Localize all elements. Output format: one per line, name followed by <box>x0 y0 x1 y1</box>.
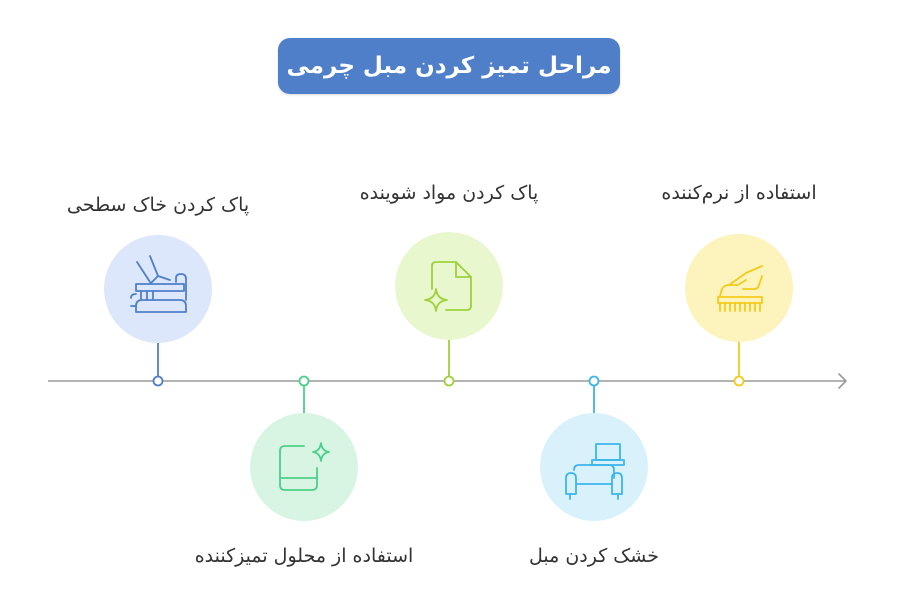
step-2-node <box>298 375 310 387</box>
step-4-circle <box>540 413 648 521</box>
step-3-circle <box>395 232 503 340</box>
step-3-node <box>443 375 455 387</box>
sofa-drying-icon <box>565 443 625 500</box>
step-4-label: خشک کردن مبل <box>528 545 660 567</box>
step-2-label: استفاده از محلول تمیزکننده <box>194 545 414 567</box>
timeline-arrowhead <box>838 373 847 389</box>
diagram-title-banner: مراحل تمیز کردن مبل چرمی <box>278 38 620 94</box>
document-sparkle-icon <box>424 261 472 312</box>
step-5-circle <box>685 234 793 342</box>
brush-dusting-sofa-icon <box>130 255 187 313</box>
step-5-node <box>733 375 745 387</box>
hand-comb-conditioner-icon <box>717 265 763 312</box>
step-4-node <box>588 375 600 387</box>
step-2 <box>250 375 358 521</box>
step-1-label: پاک کردن خاک سطحی <box>66 194 250 216</box>
step-3 <box>395 232 503 387</box>
step-1-node <box>152 375 164 387</box>
step-2-circle <box>250 413 358 521</box>
step-3-label: پاک کردن مواد شوینده <box>359 182 539 204</box>
step-5-label: استفاده از نرم‌کننده <box>661 182 817 204</box>
step-1-circle <box>104 235 212 343</box>
step-4 <box>540 375 648 521</box>
diagram-title: مراحل تمیز کردن مبل چرمی <box>286 53 612 79</box>
step-5 <box>685 234 793 387</box>
cleaning-solution-sparkle-icon <box>279 442 330 491</box>
step-1 <box>104 235 212 387</box>
